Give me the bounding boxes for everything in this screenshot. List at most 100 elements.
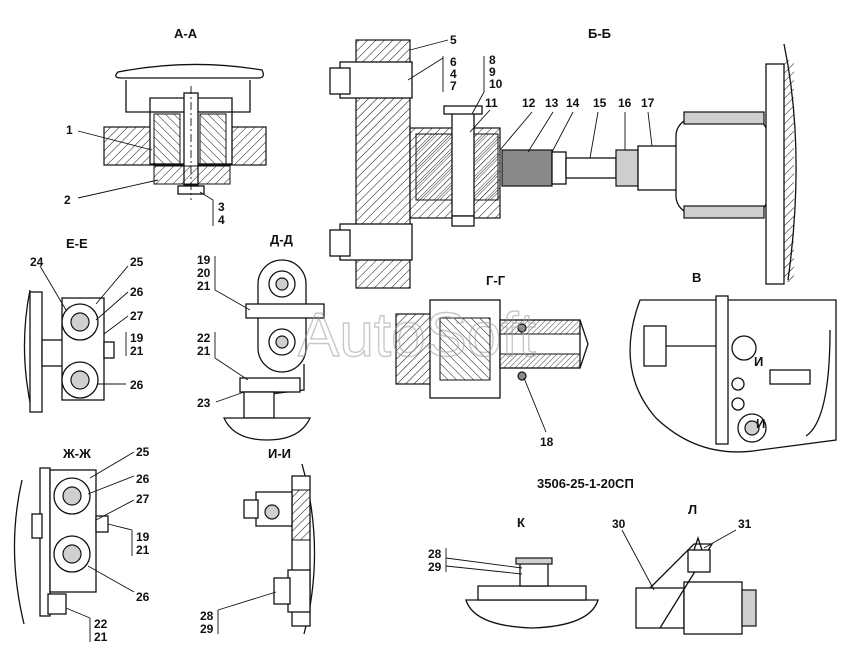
section-ee-title: Е-Е xyxy=(66,236,88,251)
pin-nut xyxy=(451,215,475,227)
ee-mount xyxy=(29,291,43,413)
pin xyxy=(451,111,475,217)
callout: 30 xyxy=(612,517,626,531)
callout: 17 xyxy=(641,96,655,110)
callout: 21 xyxy=(136,543,150,557)
callout: 24 xyxy=(30,255,44,269)
k-base xyxy=(465,599,599,629)
callout: 19 xyxy=(130,331,144,345)
section-aa-title: А-А xyxy=(174,26,198,41)
hinge-top xyxy=(683,111,765,125)
view-l-title: Л xyxy=(688,502,697,517)
ee-boss xyxy=(41,339,65,367)
section-bb: Б-Б 5 6 4 7 8 9 xyxy=(329,26,797,289)
callout: 9 xyxy=(489,65,496,79)
dd-pin xyxy=(245,303,325,319)
sleeve-17 xyxy=(637,145,679,191)
leader-2 xyxy=(77,179,159,199)
lid xyxy=(115,63,264,79)
lower-ring xyxy=(153,165,231,185)
nut-16 xyxy=(615,149,639,187)
watermark: AutoSoft xyxy=(298,301,536,370)
dd-post xyxy=(243,391,275,419)
callout: 15 xyxy=(593,96,607,110)
section-gg: Г-Г 18 xyxy=(395,273,589,449)
bushing-right xyxy=(199,113,227,167)
callout: 27 xyxy=(130,309,144,323)
callout: 1 xyxy=(66,123,73,137)
rubber-right xyxy=(469,133,499,201)
v-block xyxy=(643,325,667,367)
v-outline xyxy=(629,299,837,453)
callout: 3 xyxy=(218,200,225,214)
callout: 19 xyxy=(136,530,150,544)
callout: 22 xyxy=(94,617,108,631)
callout: 4 xyxy=(450,67,457,81)
rod-end xyxy=(501,149,553,187)
callout: 4 xyxy=(218,213,225,227)
callout: 28 xyxy=(200,609,214,623)
l-clamp xyxy=(687,549,711,573)
callout: 26 xyxy=(130,378,144,392)
drawing-number: 3506-25-1-20СП xyxy=(537,476,634,491)
section-zhzh-title: Ж-Ж xyxy=(62,446,91,461)
hinge-eye xyxy=(675,117,769,215)
callout: 25 xyxy=(136,445,150,459)
section-gg-title: Г-Г xyxy=(486,273,506,288)
zhzh-nut xyxy=(47,593,67,615)
section-ii: И-И 28 29 xyxy=(200,446,316,636)
view-v: В И И xyxy=(629,270,837,453)
view-v-title: В xyxy=(692,270,701,285)
view-k: К 28 29 xyxy=(428,515,599,629)
section-ii-title: И-И xyxy=(268,446,291,461)
wall-hatch xyxy=(784,60,794,282)
callout: 22 xyxy=(197,331,211,345)
callout: 21 xyxy=(130,344,144,358)
callout: 29 xyxy=(428,560,442,574)
hinge-bottom xyxy=(683,205,765,219)
rubber-left xyxy=(415,133,455,201)
callout: 12 xyxy=(522,96,536,110)
ii-clamp xyxy=(255,491,293,527)
callout: 26 xyxy=(136,590,150,604)
ee-wall xyxy=(23,289,33,413)
callout: 8 xyxy=(489,53,496,67)
callout: 14 xyxy=(566,96,580,110)
callout: 25 xyxy=(130,255,144,269)
callout: 11 xyxy=(485,96,498,110)
zhzh-wall xyxy=(13,479,25,625)
callout: 21 xyxy=(197,344,211,358)
dd-base xyxy=(222,417,312,441)
callout: 29 xyxy=(200,622,214,636)
section-dd: Д-Д 19 20 21 22 21 23 xyxy=(197,232,325,441)
callout: 28 xyxy=(428,547,442,561)
callout: 6 xyxy=(450,55,457,69)
callout: 21 xyxy=(94,630,108,644)
callout: 26 xyxy=(136,472,150,486)
l-drum xyxy=(683,581,743,635)
dd-bracket xyxy=(269,364,305,395)
leader-1 xyxy=(77,130,153,151)
callout: 5 xyxy=(450,33,457,47)
nut-14 xyxy=(551,151,567,185)
bottom-bolt xyxy=(339,223,413,261)
section-aa: А-А 1 2 3 4 xyxy=(64,26,267,227)
section-mark-i-2: И xyxy=(756,416,765,431)
callout: 18 xyxy=(540,435,554,449)
bottom-bolt-head xyxy=(329,229,351,257)
section-mark-i-1: И xyxy=(754,354,763,369)
callout: 23 xyxy=(197,396,211,410)
callout: 7 xyxy=(450,79,457,93)
section-bb-title: Б-Б xyxy=(588,26,611,41)
callout: 21 xyxy=(197,279,211,293)
callout: 27 xyxy=(136,492,150,506)
callout: 13 xyxy=(545,96,559,110)
view-l: Л 30 31 xyxy=(612,502,757,635)
callout: 2 xyxy=(64,193,71,207)
callout: 19 xyxy=(197,253,211,267)
v-bracket xyxy=(715,295,729,445)
l-strap xyxy=(649,543,714,629)
mount-plate xyxy=(765,63,785,285)
